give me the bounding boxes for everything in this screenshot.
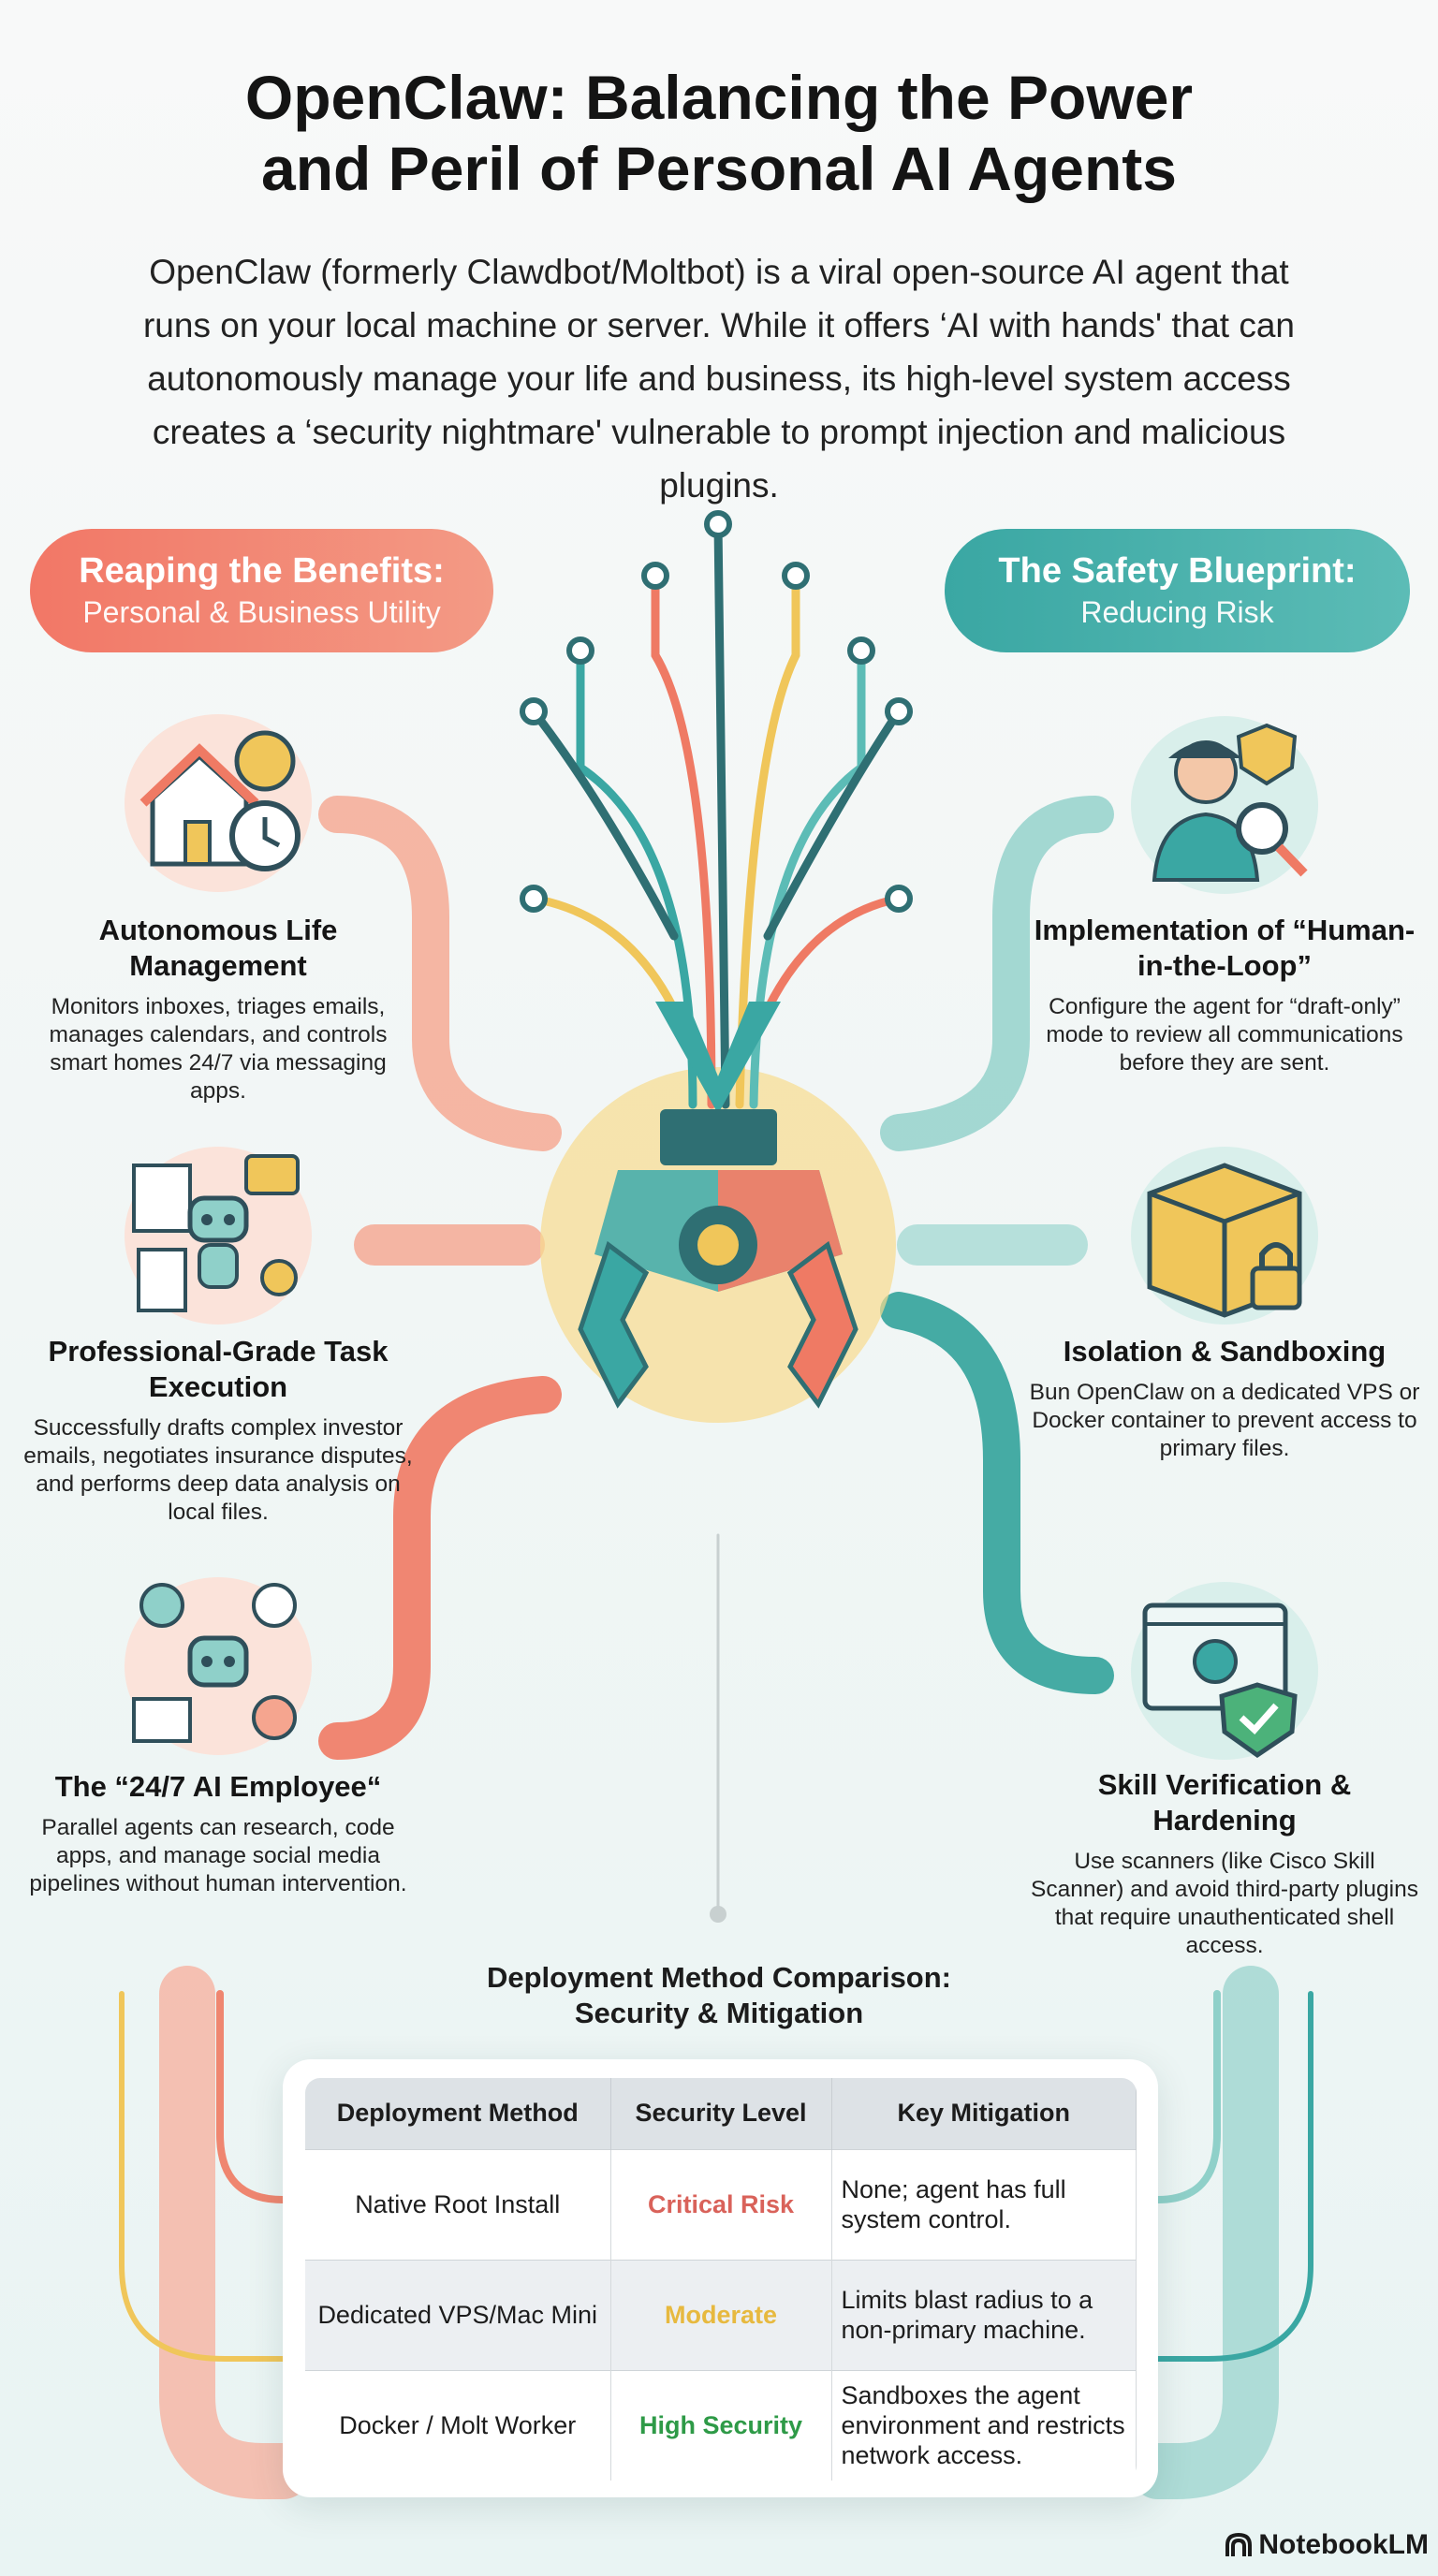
house-clock-icon <box>125 714 312 892</box>
robot-documents-icon <box>125 1147 312 1325</box>
benefits-banner: Reaping the Benefits: Personal & Busines… <box>30 529 493 652</box>
safety-subtitle: Reducing Risk <box>1080 595 1274 629</box>
column-header: Deployment Method <box>305 2078 611 2149</box>
title-line-1: OpenClaw: Balancing the Power <box>244 63 1194 132</box>
mitigation-cell: None; agent has full system control. <box>831 2148 1137 2260</box>
benefits-subtitle: Personal & Business Utility <box>82 595 441 629</box>
comparison-table: Deployment Method Security Level Key Mit… <box>305 2078 1137 2481</box>
robot-network-icon <box>125 1577 312 1755</box>
box-lock-icon <box>1131 1147 1318 1325</box>
notebooklm-brand: NotebookLM <box>1225 2529 1429 2561</box>
benefit-heading: Professional-Grade Task Execution <box>48 1335 389 1403</box>
safety-heading: Skill Verification & Hardening <box>1097 1768 1352 1837</box>
benefit-item-ai-employee: The “24/7 AI Employee“ Parallel agents c… <box>22 1769 415 1898</box>
table-header-row: Deployment Method Security Level Key Mit… <box>305 2078 1137 2149</box>
safety-title: The Safety Blueprint: <box>998 551 1357 591</box>
comparison-table-card: Deployment Method Security Level Key Mit… <box>283 2059 1158 2497</box>
intro-text: OpenClaw (formerly Clawdbot/Moltbot) is … <box>142 253 1295 505</box>
security-level-cell: High Security <box>610 2369 832 2481</box>
safety-description: Configure the agent for “draft-only” mod… <box>1046 994 1403 1076</box>
safety-item-human-in-the-loop: Implementation of “Human-in-the-Loop” Co… <box>1028 913 1421 1077</box>
safety-heading: Implementation of “Human-in-the-Loop” <box>1034 914 1416 982</box>
table-title: Deployment Method Comparison: Security &… <box>345 1960 1093 2031</box>
safety-item-skill-verification: Skill Verification & Hardening Use scann… <box>1028 1767 1421 1960</box>
mitigation-cell: Limits blast radius to a non-primary mac… <box>831 2259 1137 2370</box>
security-level-cell: Critical Risk <box>610 2148 832 2260</box>
benefits-title: Reaping the Benefits: <box>79 551 445 591</box>
brand-label: NotebookLM <box>1258 2529 1429 2560</box>
security-level-cell: Moderate <box>610 2259 832 2370</box>
benefit-description: Monitors inboxes, triages emails, manage… <box>49 994 388 1104</box>
table-row: Dedicated VPS/Mac Mini Moderate Limits b… <box>305 2259 1137 2370</box>
table-title-line-2: Security & Mitigation <box>574 1997 864 2029</box>
safety-heading: Isolation & Sandboxing <box>1063 1335 1387 1368</box>
column-header: Security Level <box>610 2078 832 2149</box>
safety-item-isolation: Isolation & Sandboxing Bun OpenClaw on a… <box>1028 1334 1421 1463</box>
benefit-heading: The “24/7 AI Employee“ <box>54 1770 382 1803</box>
safety-description: Bun OpenClaw on a dedicated VPS or Docke… <box>1029 1380 1420 1461</box>
benefit-description: Parallel agents can research, code apps,… <box>29 1815 407 1896</box>
benefit-heading: Autonomous Life Management <box>98 914 338 982</box>
person-shield-magnifier-icon <box>1131 716 1318 894</box>
column-header: Key Mitigation <box>831 2078 1137 2149</box>
table-row: Docker / Molt Worker High Security Sandb… <box>305 2369 1137 2481</box>
table-row: Native Root Install Critical Risk None; … <box>305 2148 1137 2260</box>
benefit-item-task-execution: Professional-Grade Task Execution Succes… <box>22 1334 415 1527</box>
page-title: OpenClaw: Balancing the Power and Peril … <box>0 62 1438 204</box>
method-cell: Native Root Install <box>305 2148 611 2260</box>
mitigation-cell: Sandboxes the agent environment and rest… <box>831 2369 1137 2481</box>
notebooklm-logo-icon <box>1225 2532 1253 2556</box>
benefit-description: Successfully drafts complex investor ema… <box>23 1415 413 1525</box>
method-cell: Docker / Molt Worker <box>305 2369 611 2481</box>
safety-description: Use scanners (like Cisco Skill Scanner) … <box>1030 1849 1418 1958</box>
benefit-item-life-management: Autonomous Life Management Monitors inbo… <box>22 913 415 1105</box>
title-line-2: and Peril of Personal AI Agents <box>261 134 1177 203</box>
table-title-line-1: Deployment Method Comparison: <box>486 1961 951 1994</box>
safety-banner: The Safety Blueprint: Reducing Risk <box>945 529 1410 652</box>
browser-shield-check-icon <box>1131 1582 1318 1760</box>
method-cell: Dedicated VPS/Mac Mini <box>305 2259 611 2370</box>
